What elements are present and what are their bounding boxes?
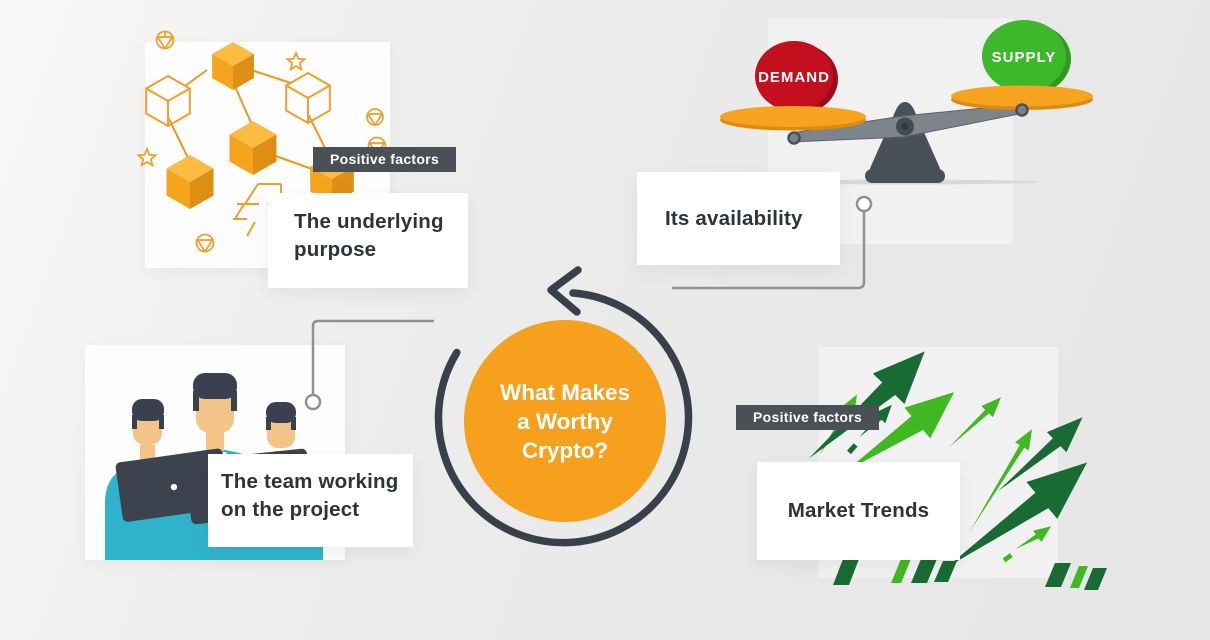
center-title-line1: What Makes [499,379,631,405]
badge-label: Positive factors [330,151,440,167]
cube-icon [212,42,254,90]
cycle-arrow-icon [434,266,693,547]
star-icon [285,50,307,72]
cube-icon [166,155,214,209]
demand-ball: DEMAND [755,41,838,114]
positive-factors-badge: Positive factors [736,405,880,430]
center-title-line3: Crypto? [521,437,609,463]
balance-scale-icon: DEMAND SUPPLY [720,20,1093,185]
team-label-line2: on the project [221,497,360,521]
scale-pan-right [951,85,1093,110]
supply-ball: SUPPLY [982,20,1071,95]
star-icon [136,146,158,168]
geo-sphere-icon [155,30,175,50]
scale-fulcrum [865,102,945,183]
trend-dash-icon [833,559,1107,590]
purpose-label-line1: The underlying [294,210,444,233]
supply-label: SUPPLY [992,49,1057,66]
team-text-card: The team working on the project [208,454,413,547]
availability-label: Its availability [665,206,803,230]
wireframe-cube-icon [285,71,331,125]
team-label-line1: The team working [221,470,399,493]
positive-factors-badge: Positive factors [313,147,457,172]
availability-text-card: Its availability [637,172,840,265]
geo-sphere-icon [366,108,384,126]
market-text-card: Market Trends [757,462,960,560]
purpose-text-card: The underlying purpose [268,193,468,288]
market-label: Market Trends [787,499,930,523]
demand-label: DEMAND [758,69,830,86]
badge-label: Positive factors [753,409,863,425]
center-question-circle: What Makes a Worthy Crypto? [464,320,666,522]
cube-icon [229,121,277,175]
center-title-line2: a Worthy [517,408,613,434]
geo-sphere-icon [195,233,215,253]
wireframe-cube-icon [145,74,191,128]
blockchain-cubes-icon [136,30,387,253]
scale-pan-left [720,106,866,131]
purpose-label-line2: purpose [294,237,377,261]
